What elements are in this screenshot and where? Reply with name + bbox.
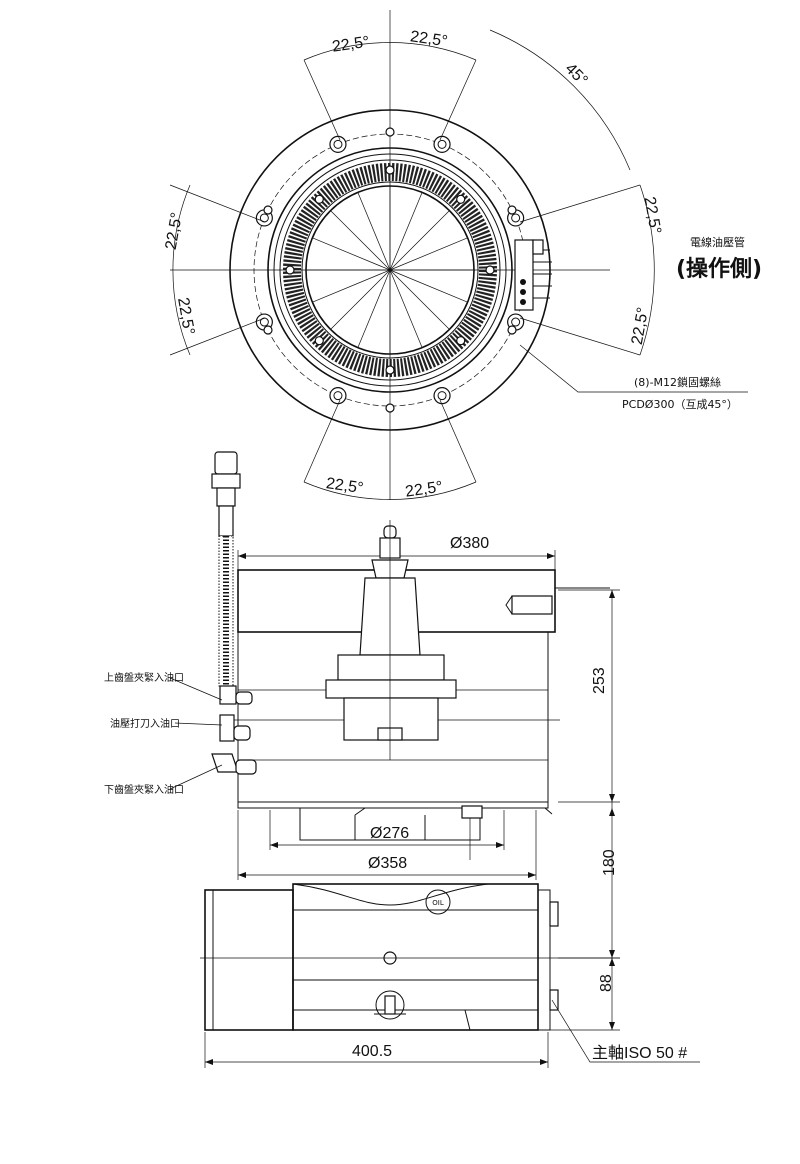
angle-label-left-lower: 22,5° — [174, 296, 197, 336]
operation-side-label: (操作側) — [676, 257, 762, 282]
bolt-spec-label: (8)-M12鎖固螺絲 — [634, 375, 721, 389]
gear-pin-hole — [285, 265, 295, 275]
radial-center-line — [312, 237, 391, 271]
radial-center-line — [357, 192, 391, 271]
gear-pin-hole — [314, 194, 324, 204]
angle-label-top-left: 22,5° — [331, 34, 371, 56]
bolt-hole — [433, 387, 451, 405]
radial-center-line — [389, 269, 423, 348]
bolt-hole-inner — [437, 391, 447, 401]
cable-connector-block — [514, 239, 552, 311]
dim-diameter-358: Ø358 — [368, 855, 407, 872]
locating-pin-hole — [385, 127, 395, 137]
radial-center-line — [389, 210, 450, 271]
angle-label-45: 45° — [562, 60, 591, 89]
radial-center-line — [330, 210, 391, 271]
gear-pin-hole — [456, 336, 466, 346]
dim-width-400-5: 400.5 — [352, 1043, 392, 1060]
angle-label-left-upper: 22,5° — [163, 211, 186, 251]
gear-pin-hole — [385, 165, 395, 175]
oil-port-tool-label: 油壓打刀入油口 — [110, 717, 180, 730]
gear-pin-hole — [485, 265, 495, 275]
gear-pin-hole — [385, 365, 395, 375]
bolt-hole-inner — [511, 317, 521, 327]
bolt-hole — [433, 135, 451, 153]
side-view: Ø380 253 — [104, 451, 700, 1068]
angle-label-right-upper: 22,5° — [641, 195, 664, 235]
angle-label-bottom-right: 22,5° — [404, 479, 444, 501]
angle-label-top-right: 22,5° — [409, 28, 449, 50]
oil-mark-label: OIL — [432, 899, 444, 907]
radial-center-line — [389, 237, 468, 271]
bolt-hole-inner — [333, 139, 343, 149]
radial-center-line — [357, 269, 391, 348]
hydraulic-hose — [211, 451, 257, 775]
top-view: 22,5° 22,5° 45° 22,5° 22,5° 22,5° 22,5° … — [163, 10, 762, 501]
oil-port-upper-label: 上齒盤夾緊入油口 — [104, 671, 184, 684]
spindle-body: OIL — [200, 883, 620, 1031]
locating-pin-hole — [263, 325, 273, 335]
locating-pin-hole — [385, 403, 395, 413]
housing-circle — [267, 147, 513, 393]
bolt-hole-inner — [333, 391, 343, 401]
gear-pin-hole — [456, 194, 466, 204]
radial-center-line — [330, 269, 391, 330]
tool-holder — [325, 520, 457, 760]
bolt-hole-inner — [437, 139, 447, 149]
radial-center-line — [312, 269, 391, 303]
dim-height-180: 180 — [601, 849, 618, 876]
dim-diameter-380: Ø380 — [450, 535, 489, 552]
radial-center-line — [389, 192, 423, 271]
locating-pin-hole — [263, 205, 273, 215]
radial-center-line — [389, 269, 468, 303]
bolt-hole — [329, 387, 347, 405]
dim-height-88: 88 — [598, 974, 615, 992]
angle-label-bottom-left: 22,5° — [325, 475, 365, 497]
bolt-hole — [329, 135, 347, 153]
angle-label-right-lower: 22,5° — [629, 306, 652, 346]
gear-pin-hole — [314, 336, 324, 346]
spindle-iso-label: 主軸ISO 50 # — [592, 1044, 687, 1062]
bolt-hole-inner — [511, 213, 521, 223]
radial-center-line — [389, 269, 450, 330]
dim-height-253: 253 — [591, 667, 608, 694]
outer-flange-circle — [229, 109, 551, 431]
dim-diameter-276: Ø276 — [370, 825, 409, 842]
locating-pin-hole — [507, 205, 517, 215]
oil-port-lower-label: 下齒盤夾緊入油口 — [104, 783, 184, 796]
locating-pin-hole — [507, 325, 517, 335]
pcd-spec-label: PCDØ300（互成45°） — [622, 398, 738, 411]
cable-hydraulic-label: 電線油壓管 — [690, 235, 745, 249]
